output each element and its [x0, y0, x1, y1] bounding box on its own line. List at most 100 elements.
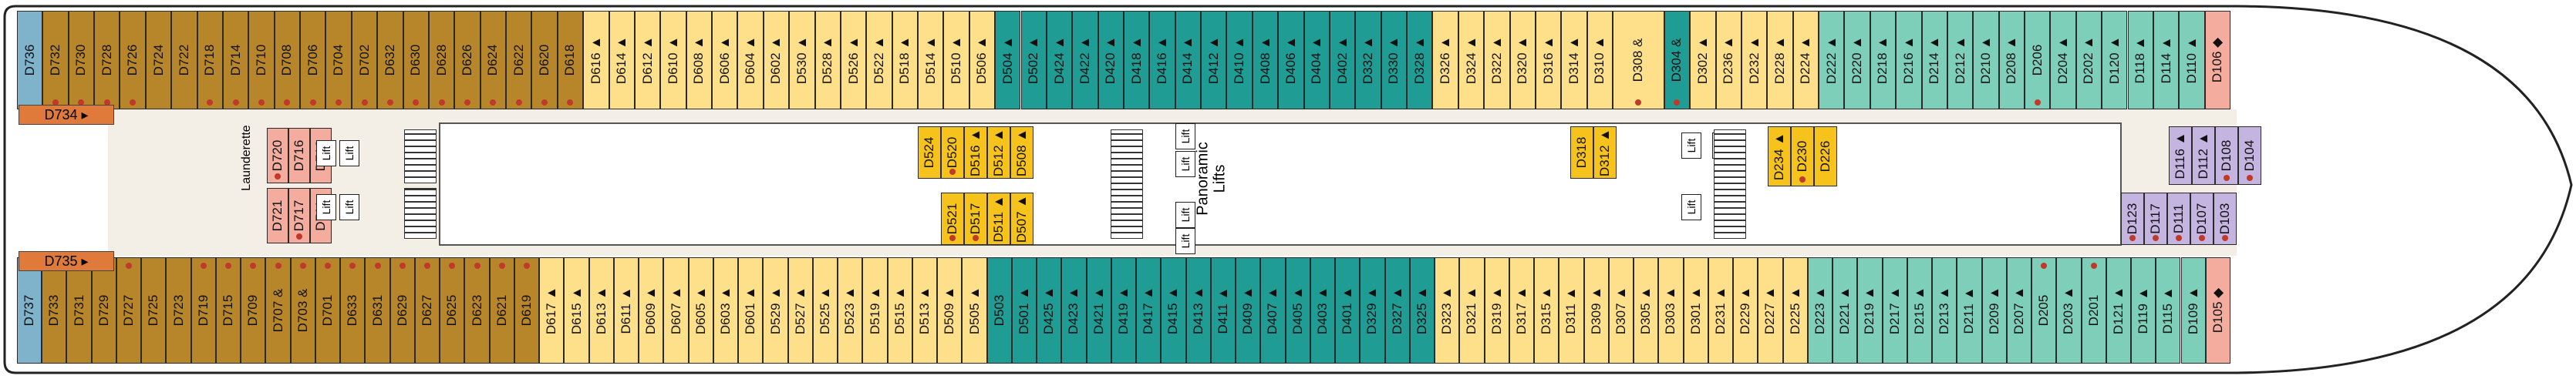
cabin-d509[interactable]: D509 ▲ [937, 257, 963, 364]
cabin-d503[interactable]: D503 [986, 257, 1012, 364]
cabin-d318[interactable]: D318 [1570, 126, 1593, 179]
cabin-d728[interactable]: D728 [94, 11, 120, 109]
cabin-d720[interactable]: D720 [267, 128, 288, 183]
cabin-d507[interactable]: D507 ▲ [1010, 193, 1033, 245]
cabin-d510[interactable]: D510 ▲ [943, 11, 969, 109]
cabin-d606[interactable]: D606 ▲ [712, 11, 738, 109]
cabin-d302[interactable]: D302 ▲ [1690, 11, 1716, 109]
cabin-d120[interactable]: D120 ▲ [2102, 11, 2128, 109]
cabin-d517[interactable]: D517 [964, 193, 987, 245]
cabin-d703[interactable]: D703 & [290, 257, 315, 364]
cabin-d729[interactable]: D729 [91, 257, 116, 364]
cabin-d107[interactable]: D107 [2190, 193, 2214, 245]
cabin-d615[interactable]: D615 ▲ [564, 257, 589, 364]
cabin-d317[interactable]: D317 ▲ [1509, 257, 1535, 364]
cabin-d218[interactable]: D218 ▲ [1870, 11, 1897, 109]
cabin-d732[interactable]: D732 [42, 11, 69, 109]
cabin-d603[interactable]: D603 ▲ [713, 257, 739, 364]
cabin-d222[interactable]: D222 ▲ [1819, 11, 1845, 109]
cabin-d319[interactable]: D319 ▲ [1484, 257, 1509, 364]
cabin-d622[interactable]: D622 [506, 11, 532, 109]
cabin-d224[interactable]: D224 ▲ [1792, 11, 1819, 109]
cabin-d328[interactable]: D328 ▲ [1407, 11, 1433, 109]
cabin-d718[interactable]: D718 [197, 11, 223, 109]
cabin-d633[interactable]: D633 [340, 257, 366, 364]
cabin-d321[interactable]: D321 ▲ [1459, 257, 1485, 364]
cabin-d618[interactable]: D618 [557, 11, 584, 109]
cabin-d216[interactable]: D216 ▲ [1896, 11, 1922, 109]
cabin-d117[interactable]: D117 [2144, 193, 2167, 245]
cabin-d229[interactable]: D229 ▲ [1733, 257, 1758, 364]
cabin-d416[interactable]: D416 ▲ [1149, 11, 1175, 109]
cabin-d228[interactable]: D228 ▲ [1767, 11, 1793, 109]
cabin-d226[interactable]: D226 [1814, 126, 1837, 186]
cabin-d414[interactable]: D414 ▲ [1175, 11, 1202, 109]
cabin-d611[interactable]: D611 ▲ [613, 257, 639, 364]
cabin-d119[interactable]: D119 ▲ [2131, 257, 2156, 364]
cabin-d236[interactable]: D236 ▲ [1715, 11, 1741, 109]
cabin-d420[interactable]: D420 ▲ [1097, 11, 1124, 109]
cabin-d512[interactable]: D512 ▲ [987, 126, 1010, 179]
cabin-d514[interactable]: D514 ▲ [918, 11, 944, 109]
cabin-d731[interactable]: D731 [66, 257, 92, 364]
cabin-d201[interactable]: D201 [2081, 257, 2106, 364]
cabin-d515[interactable]: D515 ▲ [887, 257, 912, 364]
cabin-d202[interactable]: D202 ▲ [2075, 11, 2102, 109]
cabin-d115[interactable]: D115 ▲ [2156, 257, 2181, 364]
cabin-d727[interactable]: D727 [116, 257, 142, 364]
cabin-d314[interactable]: D314 ▲ [1561, 11, 1587, 109]
cabin-d607[interactable]: D607 ▲ [663, 257, 689, 364]
cabin-d508[interactable]: D508 ▲ [1010, 126, 1033, 179]
cabin-d213[interactable]: D213 ▲ [1932, 257, 1957, 364]
cabin-d504[interactable]: D504 ▲ [995, 11, 1021, 109]
cabin-d632[interactable]: D632 [377, 11, 403, 109]
cabin-d421[interactable]: D421 ▲ [1086, 257, 1111, 364]
cabin-d312[interactable]: D312 ▲ [1593, 126, 1617, 179]
cabin-d524[interactable]: D524 [918, 126, 941, 179]
cabin-d707[interactable]: D707 & [265, 257, 291, 364]
cabin-d234[interactable]: D234 ▲ [1768, 126, 1791, 186]
cabin-d212[interactable]: D212 ▲ [1947, 11, 1974, 109]
cabin-d330[interactable]: D330 ▲ [1381, 11, 1408, 109]
cabin-d307[interactable]: D307 ▲ [1608, 257, 1634, 364]
cabin-d413[interactable]: D413 ▲ [1185, 257, 1211, 364]
cabin-d332[interactable]: D332 ▲ [1355, 11, 1381, 109]
cabin-d716[interactable]: D716 [288, 128, 310, 183]
cabin-d211[interactable]: D211 ▲ [1957, 257, 1982, 364]
cabin-d231[interactable]: D231 ▲ [1708, 257, 1734, 364]
cabin-d605[interactable]: D605 ▲ [688, 257, 713, 364]
deck-tag-bottom[interactable]: D735 ▸ [19, 251, 114, 271]
cabin-d309[interactable]: D309 ▲ [1583, 257, 1609, 364]
cabin-d232[interactable]: D232 ▲ [1741, 11, 1768, 109]
cabin-d721[interactable]: D721 [267, 188, 288, 243]
cabin-d602[interactable]: D602 ▲ [763, 11, 790, 109]
cabin-d710[interactable]: D710 [248, 11, 275, 109]
cabin-d730[interactable]: D730 [68, 11, 95, 109]
cabin-d525[interactable]: D525 ▲ [812, 257, 838, 364]
cabin-d630[interactable]: D630 [403, 11, 429, 109]
cabin-d624[interactable]: D624 [480, 11, 507, 109]
cabin-d203[interactable]: D203 ▲ [2056, 257, 2082, 364]
cabin-d409[interactable]: D409 ▲ [1236, 257, 1261, 364]
cabin-d109[interactable]: D109 ▲ [2180, 257, 2206, 364]
cabin-d112[interactable]: D112 ▲ [2192, 126, 2215, 185]
cabin-d608[interactable]: D608 ▲ [686, 11, 713, 109]
cabin-d208[interactable]: D208 ▲ [1998, 11, 2025, 109]
cabin-d230[interactable]: D230 [1791, 126, 1814, 186]
cabin-d623[interactable]: D623 [464, 257, 490, 364]
cabin-d121[interactable]: D121 ▲ [2106, 257, 2131, 364]
cabin-d617[interactable]: D617 ▲ [539, 257, 565, 364]
cabin-d708[interactable]: D708 [274, 11, 301, 109]
cabin-d530[interactable]: D530 ▲ [789, 11, 815, 109]
cabin-d627[interactable]: D627 [414, 257, 440, 364]
cabin-d407[interactable]: D407 ▲ [1260, 257, 1286, 364]
cabin-d412[interactable]: D412 ▲ [1201, 11, 1227, 109]
cabin-d220[interactable]: D220 ▲ [1844, 11, 1870, 109]
cabin-d215[interactable]: D215 ▲ [1907, 257, 1933, 364]
cabin-d206[interactable]: D206 [2025, 11, 2051, 109]
cabin-d625[interactable]: D625 [440, 257, 465, 364]
cabin-d704[interactable]: D704 [325, 11, 352, 109]
cabin-d733[interactable]: D733 [42, 257, 67, 364]
cabin-d204[interactable]: D204 ▲ [2050, 11, 2076, 109]
cabin-d103[interactable]: D103 [2214, 193, 2237, 245]
